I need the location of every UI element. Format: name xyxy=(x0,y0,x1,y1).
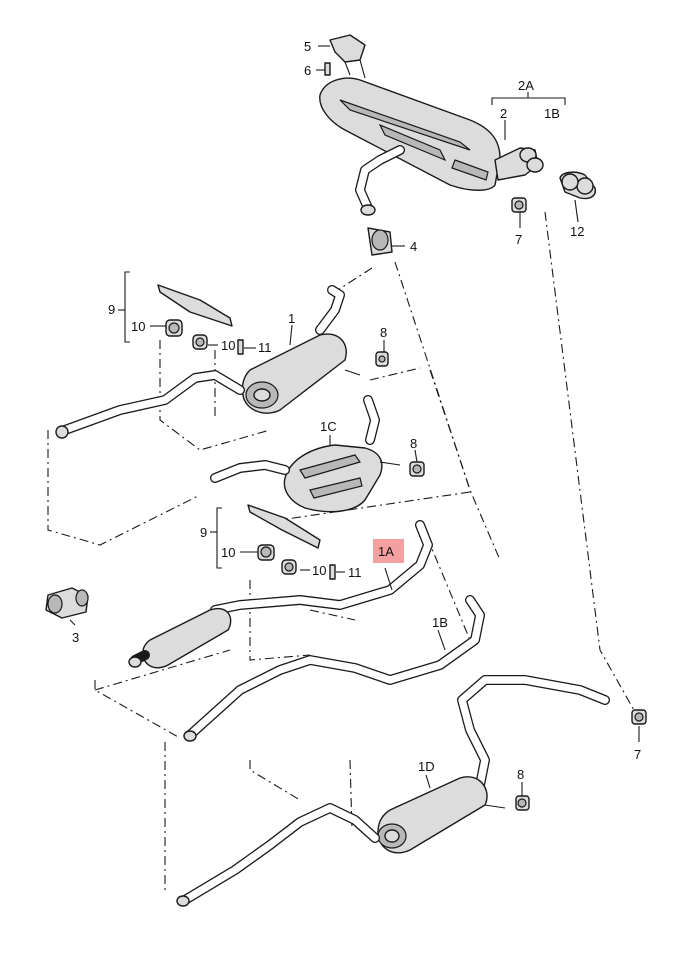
label-10-bottom-a: 10 xyxy=(221,545,235,560)
label-1a: 1A xyxy=(378,544,394,559)
label-8-c: 8 xyxy=(517,767,524,782)
label-7-top: 7 xyxy=(515,232,522,247)
label-10-top-b: 10 xyxy=(221,338,235,353)
label-5: 5 xyxy=(304,39,311,54)
callout-labels: 5 6 2A 2 1B 4 7 12 9 10 10 11 1 8 1C 8 9… xyxy=(72,39,641,782)
label-11-top: 11 xyxy=(258,340,272,355)
highlight-1a xyxy=(373,539,404,563)
leader-lines xyxy=(69,45,640,796)
label-8-a: 8 xyxy=(380,325,387,340)
label-9-bottom: 9 xyxy=(200,525,207,540)
label-11-bottom: 11 xyxy=(348,565,362,580)
rear-pipe-1d xyxy=(176,675,647,907)
label-9-top: 9 xyxy=(108,302,115,317)
label-10-top-a: 10 xyxy=(131,319,145,334)
label-7-bottom: 7 xyxy=(634,747,641,762)
label-1: 1 xyxy=(288,311,295,326)
label-10-bottom-b: 10 xyxy=(312,563,326,578)
label-4: 4 xyxy=(410,239,417,254)
center-muffler-1c xyxy=(210,395,425,513)
clamp-3 xyxy=(45,587,89,619)
dash-dot-lines xyxy=(47,211,636,890)
label-6: 6 xyxy=(304,63,311,78)
pipe-1a xyxy=(128,520,433,669)
label-3: 3 xyxy=(72,630,79,645)
pipe-1b xyxy=(183,595,485,742)
label-1b-middle: 1B xyxy=(432,615,448,630)
label-8-b: 8 xyxy=(410,436,417,451)
label-2a: 2A xyxy=(518,78,534,93)
label-1c: 1C xyxy=(320,419,337,434)
label-2: 2 xyxy=(500,106,507,121)
label-1b-top: 1B xyxy=(544,106,560,121)
rear-silencer-assembly xyxy=(319,34,597,256)
label-1d: 1D xyxy=(418,759,435,774)
bracket-group-lower xyxy=(247,504,336,580)
center-muffler-1 xyxy=(55,284,389,439)
label-12: 12 xyxy=(570,224,584,239)
